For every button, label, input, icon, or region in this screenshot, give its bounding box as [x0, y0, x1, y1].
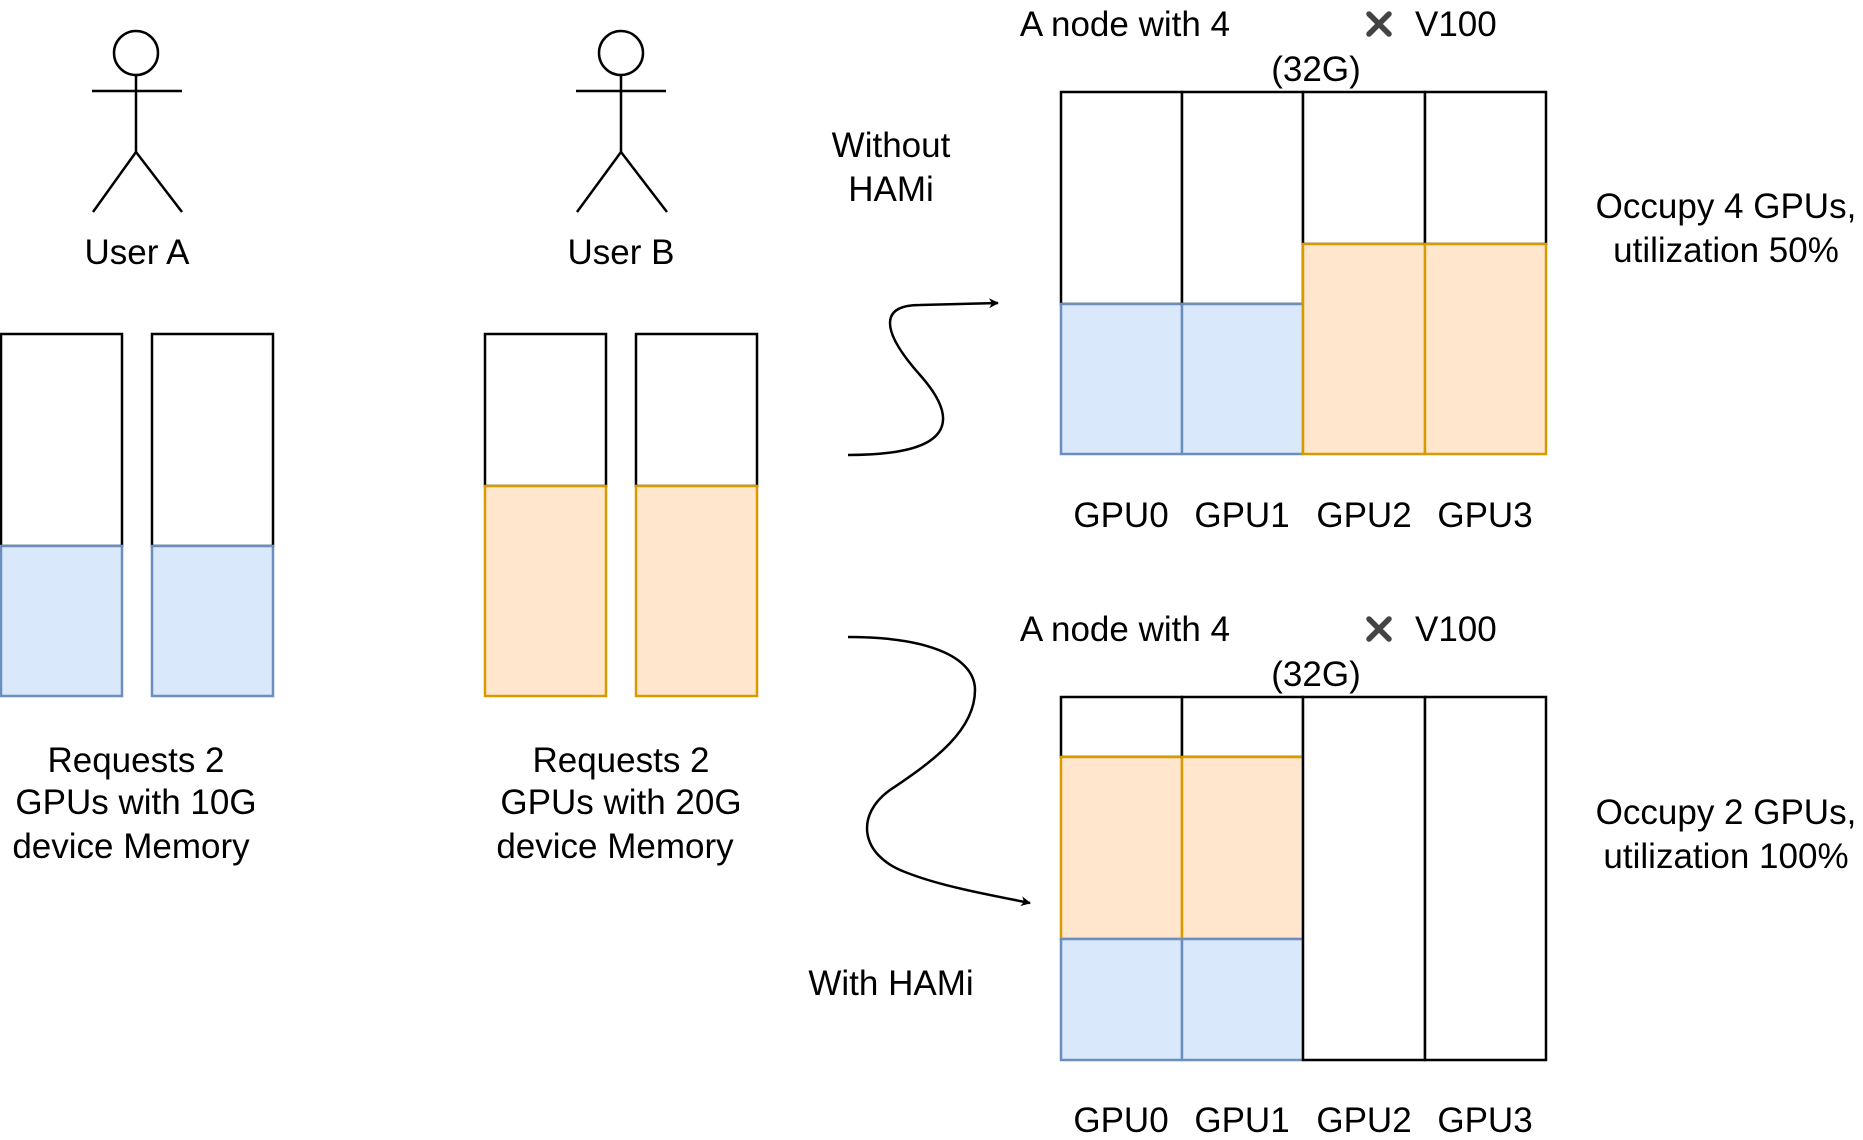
- gpu-used-memory: [483, 484, 608, 698]
- user-b-name: User B: [568, 233, 675, 272]
- node-title-text: V100: [1415, 5, 1497, 44]
- node-title-text: A node with 4: [1020, 5, 1230, 44]
- user-a-gpu-1: [150, 332, 275, 698]
- gpu-label: GPU3: [1437, 1101, 1532, 1140]
- node-title-text: V100: [1415, 610, 1497, 649]
- gpu2-free: [1301, 695, 1427, 1062]
- gpu3-user-b: [1423, 242, 1548, 456]
- gpu-used-memory: [0, 544, 124, 698]
- gpu1-user-a: [1180, 302, 1305, 456]
- request-line: Requests 2: [47, 741, 224, 780]
- gpu-label: GPU1: [1194, 496, 1289, 535]
- user-a-gpu-0: [0, 332, 124, 698]
- user-b-figure: User B Requests 2 GPUs with 20G device M…: [483, 29, 759, 866]
- gpu-labels: GPU0 GPU1 GPU2 GPU3: [1073, 1101, 1532, 1140]
- user-a-request-text: Requests 2 GPUs with 10G device Memory: [12, 741, 256, 866]
- summary-line: utilization 100%: [1603, 837, 1848, 876]
- user-b-gpu-1: [634, 332, 759, 698]
- summary-line: utilization 50%: [1613, 231, 1839, 270]
- request-line: Requests 2: [532, 741, 709, 780]
- gpu-free-memory: [483, 332, 608, 488]
- stick-figure-icon: [575, 29, 668, 213]
- gpu-label: GPU0: [1073, 1101, 1168, 1140]
- user-b-gpu-0: [483, 332, 608, 698]
- user-a-figure: User A Requests 2 GPUs with 10G device M…: [0, 29, 275, 866]
- stick-figure-icon: [91, 29, 183, 213]
- gpu2-free: [1301, 90, 1427, 246]
- arrow-without-hami: [847, 298, 999, 457]
- gpu-used-memory: [150, 544, 275, 698]
- gpu-free-memory: [0, 332, 124, 548]
- gpu-label: GPU1: [1194, 1101, 1289, 1140]
- gpu-node: [1059, 90, 1548, 456]
- gpu-node: [1059, 695, 1548, 1062]
- gpu0-user-a: [1059, 302, 1184, 456]
- user-b-request-text: Requests 2 GPUs with 20G device Memory: [496, 741, 741, 866]
- gpu-used-memory: [634, 484, 759, 698]
- gpu-label: GPU2: [1316, 496, 1411, 535]
- scenario-label: Without: [832, 126, 951, 165]
- user-a-name: User A: [84, 233, 190, 272]
- node-title-text: (32G): [1271, 655, 1360, 694]
- request-line: device Memory: [496, 827, 734, 866]
- scenario-summary: Occupy 4 GPUs, utilization 50%: [1596, 187, 1857, 270]
- gpu3-free: [1423, 695, 1548, 1062]
- gpu1-user-b: [1180, 755, 1305, 941]
- gpu-free-memory: [150, 332, 275, 548]
- scenario-without-hami: Without HAMi A node with 4 V100 (32G) GP…: [832, 5, 1857, 535]
- gpu1-free: [1180, 695, 1305, 759]
- request-line: GPUs with 20G: [500, 783, 741, 822]
- gpu-label: GPU0: [1073, 496, 1168, 535]
- scenario-with-hami: With HAMi A node with 4 V100 (32G) GPU0 …: [808, 610, 1856, 1140]
- request-line: GPUs with 10G: [15, 783, 256, 822]
- gpu-free-memory: [634, 332, 759, 488]
- node-title-text: A node with 4: [1020, 610, 1230, 649]
- node-title-text: (32G): [1271, 50, 1360, 89]
- scenario-label: With HAMi: [808, 964, 973, 1003]
- summary-line: Occupy 2 GPUs,: [1596, 793, 1857, 832]
- multiply-icon: [1366, 11, 1392, 37]
- node-title: A node with 4 V100 (32G): [1020, 5, 1497, 89]
- gpu0-free: [1059, 695, 1184, 759]
- gpu1-free: [1180, 90, 1305, 306]
- multiply-icon: [1366, 616, 1392, 642]
- request-line: device Memory: [12, 827, 250, 866]
- gpu0-free: [1059, 90, 1184, 306]
- gpu-labels: GPU0 GPU1 GPU2 GPU3: [1073, 496, 1532, 535]
- scenario-label: HAMi: [848, 170, 934, 209]
- gpu3-free: [1423, 90, 1548, 246]
- summary-line: Occupy 4 GPUs,: [1596, 187, 1857, 226]
- gpu-label: GPU2: [1316, 1101, 1411, 1140]
- scenario-summary: Occupy 2 GPUs, utilization 100%: [1596, 793, 1857, 876]
- arrow-with-hami: [847, 635, 1031, 907]
- gpu1-user-a: [1180, 937, 1305, 1062]
- node-title: A node with 4 V100 (32G): [1020, 610, 1497, 694]
- gpu0-user-b: [1059, 755, 1184, 941]
- gpu-label: GPU3: [1437, 496, 1532, 535]
- gpu2-user-b: [1301, 242, 1427, 456]
- gpu0-user-a: [1059, 937, 1184, 1062]
